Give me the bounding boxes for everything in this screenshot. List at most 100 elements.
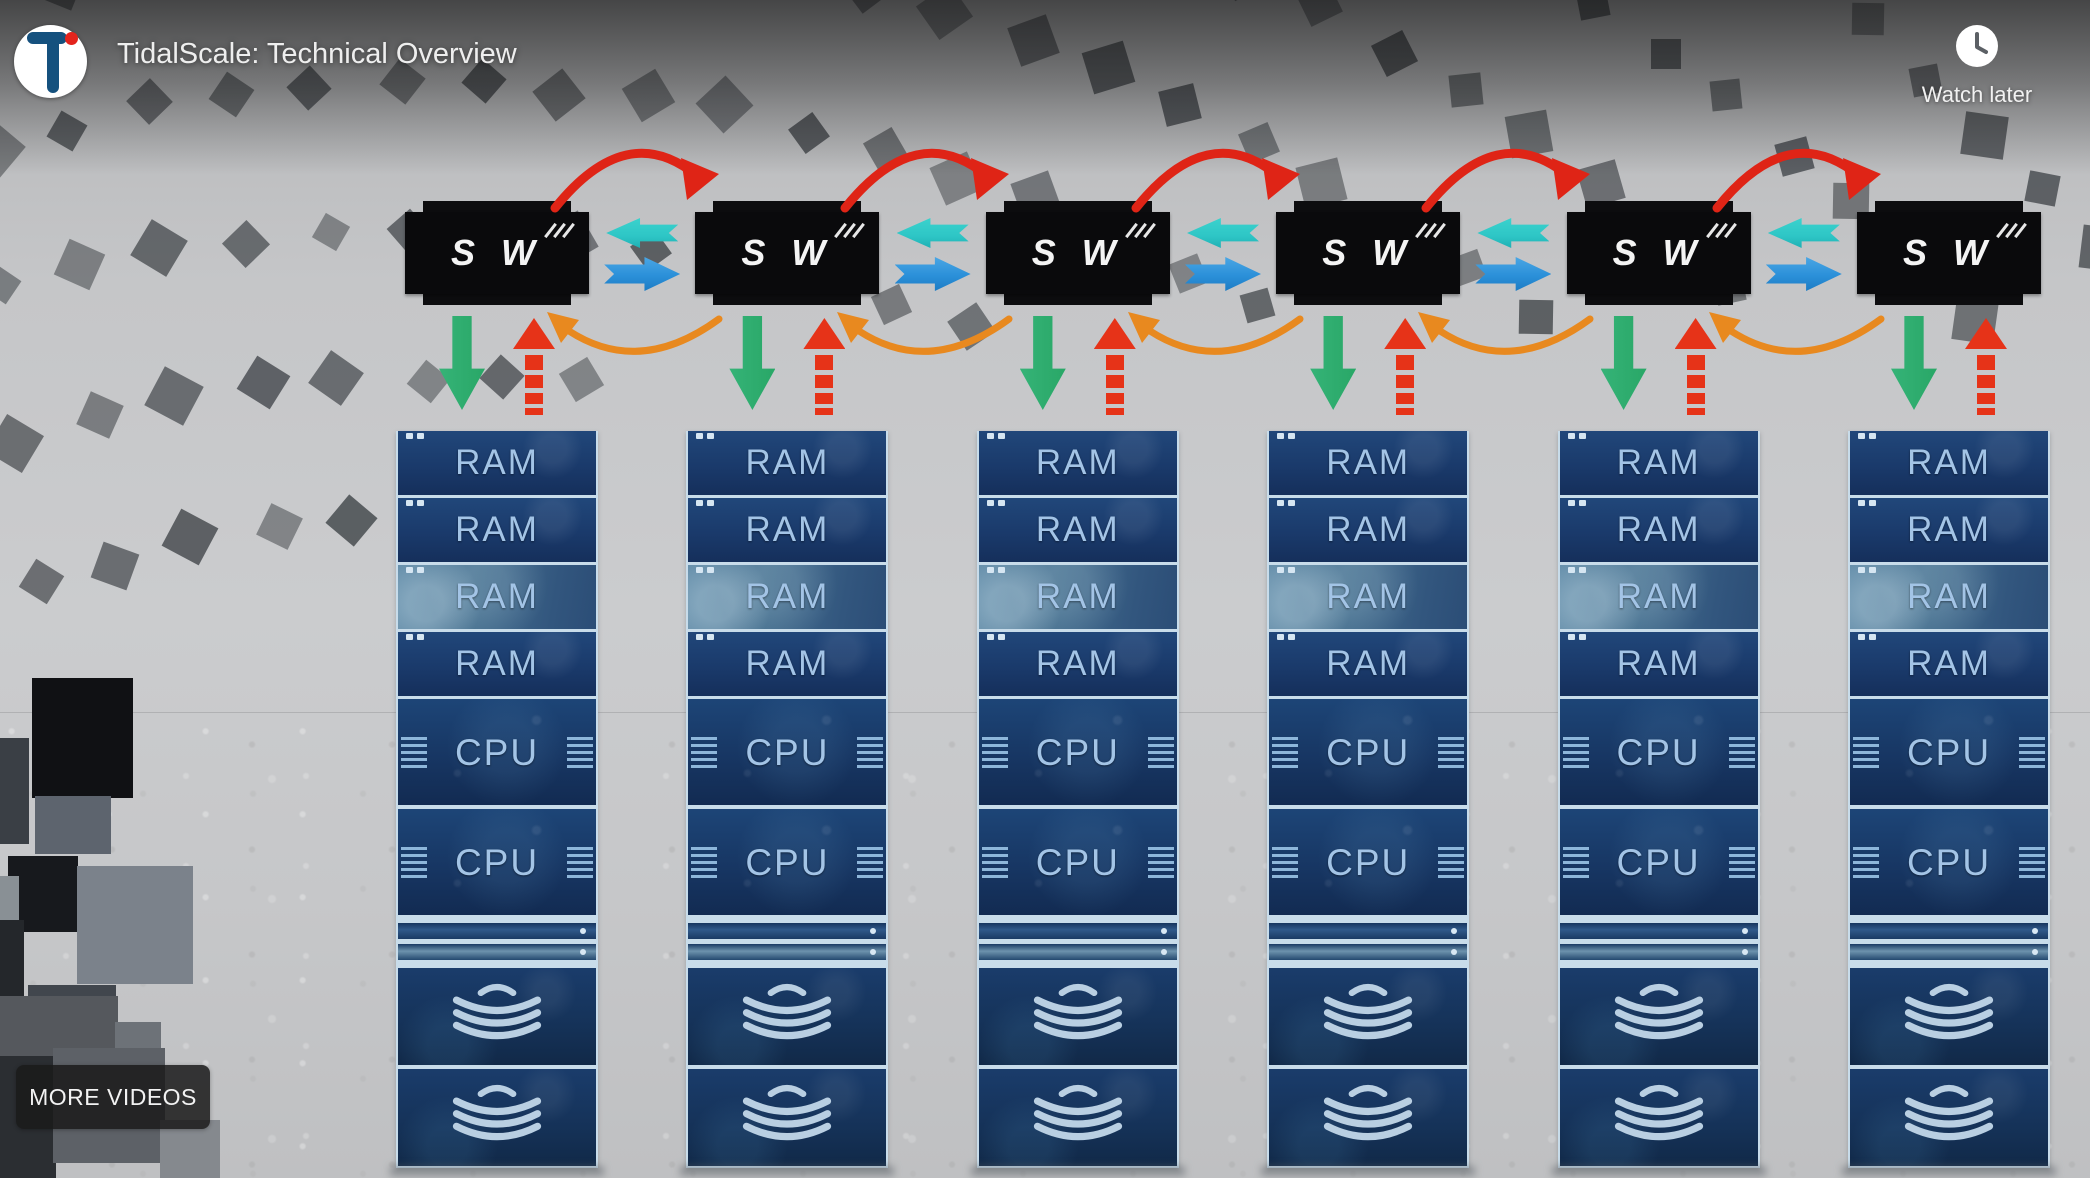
shine-marks-icon: [544, 222, 575, 242]
cpu-label: CPU: [1616, 732, 1701, 773]
ram-module: RAM: [1850, 431, 2048, 495]
downlink-arrow-icon: [729, 316, 776, 410]
switch-link-arrow-right-icon: [894, 257, 971, 291]
ram-label: RAM: [455, 443, 539, 482]
ram-label: RAM: [745, 644, 830, 683]
disk-platters-icon: [1895, 1079, 2003, 1156]
io-slat-module: [1850, 944, 2048, 960]
cpu-module: CPU: [1269, 699, 1468, 805]
ram-label: RAM: [1326, 510, 1411, 549]
cpu-pins-icon: [1147, 847, 1174, 878]
disk-module: [1850, 1069, 2048, 1166]
ram-label: RAM: [1616, 577, 1701, 616]
ram-module: RAM: [398, 431, 596, 495]
switch-body: S W: [1857, 212, 2041, 294]
switch-top-tab: [713, 201, 862, 214]
column-shadow: [680, 1166, 895, 1176]
more-videos-button[interactable]: MORE VIDEOS: [16, 1065, 210, 1129]
switch-label: S W: [741, 232, 834, 273]
connector-dots-icon: [406, 567, 413, 573]
connector-dots-icon: [1277, 634, 1285, 640]
memory-return-orange-arc-icon: [1126, 311, 1306, 372]
arrow-dash: [1977, 393, 1995, 404]
switch-hop-red-arc-icon: [549, 126, 719, 221]
ram-label: RAM: [745, 510, 830, 549]
indicator-dot-icon: [1160, 928, 1167, 934]
ram-label: RAM: [1907, 510, 1991, 549]
switch-label: S W: [1322, 232, 1415, 273]
switch-body: S W: [1566, 212, 1751, 294]
ram-module: RAM: [398, 498, 596, 562]
arrow-dash: [815, 355, 834, 370]
connector-dots-icon: [696, 567, 704, 573]
video-title-link[interactable]: TidalScale: Technical Overview: [117, 38, 517, 70]
arrow-head: [1965, 318, 2007, 349]
ram-label: RAM: [745, 577, 830, 616]
switch-label: S W: [1031, 232, 1124, 273]
ram-label: RAM: [1326, 577, 1411, 616]
uplink-dashed-arrow-icon: [1384, 318, 1427, 415]
watch-later-button[interactable]: Watch later: [1897, 24, 2057, 116]
indicator-dot-icon: [870, 928, 877, 934]
network-switch: S W: [1566, 201, 1751, 305]
arrow-dash: [1105, 408, 1124, 415]
cpu-label: CPU: [1326, 732, 1411, 773]
ram-module: RAM: [1269, 431, 1468, 495]
indicator-dot-icon: [2032, 928, 2038, 934]
ram-label: RAM: [455, 510, 539, 549]
connector-dots-icon: [406, 634, 413, 640]
switch-link-arrow-right-icon: [1185, 257, 1261, 291]
switch-link-arrow-right-icon: [1475, 257, 1552, 291]
cpu-pins-icon: [1853, 847, 1879, 878]
connector-dots-icon: [986, 567, 994, 573]
arrow-dash: [1977, 355, 1995, 370]
disk-module: [398, 968, 596, 1065]
downlink-arrow-icon: [439, 316, 485, 410]
column-shadow: [1551, 1166, 1766, 1176]
arrow-dash: [1686, 393, 1705, 404]
cpu-module: CPU: [398, 699, 596, 805]
cpu-pins-icon: [1272, 737, 1299, 768]
io-slat-module: [398, 944, 596, 960]
switch-link-arrow-left-icon: [1477, 218, 1550, 248]
indicator-dot-icon: [2032, 949, 2038, 955]
cpu-module: CPU: [688, 699, 887, 805]
gray-square: [32, 678, 133, 798]
cpu-pins-icon: [1147, 737, 1174, 768]
ram-module: RAM: [398, 632, 596, 696]
cpu-label: CPU: [1035, 842, 1120, 883]
switch-body: S W: [985, 212, 1170, 294]
disk-module: [1559, 968, 1758, 1065]
indicator-dot-icon: [1741, 928, 1748, 934]
arrow-dash: [1977, 408, 1995, 415]
column-shadow: [1842, 1166, 2056, 1176]
tidalscale-logo-red-dot: [65, 32, 78, 45]
disk-platters-icon: [1314, 978, 1422, 1055]
ram-module: RAM: [1559, 431, 1758, 495]
cpu-label: CPU: [1616, 842, 1701, 883]
ram-module: RAM: [688, 498, 887, 562]
disk-module: [1559, 1069, 1758, 1166]
switch-label: S W: [451, 232, 543, 273]
cpu-pins-icon: [1272, 847, 1299, 878]
io-slat-module: [398, 923, 596, 939]
io-slat-module: [1559, 923, 1758, 939]
ram-label: RAM: [455, 577, 539, 616]
memory-return-orange-arc-icon: [1416, 311, 1596, 372]
network-switch: S W: [1857, 201, 2041, 305]
ram-module: RAM: [688, 565, 887, 629]
switch-link-arrow-left-icon: [606, 218, 679, 248]
indicator-dot-icon: [1741, 949, 1748, 955]
disk-module: [978, 968, 1177, 1065]
ram-label: RAM: [1907, 443, 1991, 482]
uplink-dashed-arrow-icon: [803, 318, 846, 415]
connector-dots-icon: [986, 634, 994, 640]
channel-avatar[interactable]: [14, 25, 87, 98]
shine-marks-icon: [1415, 222, 1447, 242]
uplink-dashed-arrow-icon: [1674, 318, 1717, 415]
